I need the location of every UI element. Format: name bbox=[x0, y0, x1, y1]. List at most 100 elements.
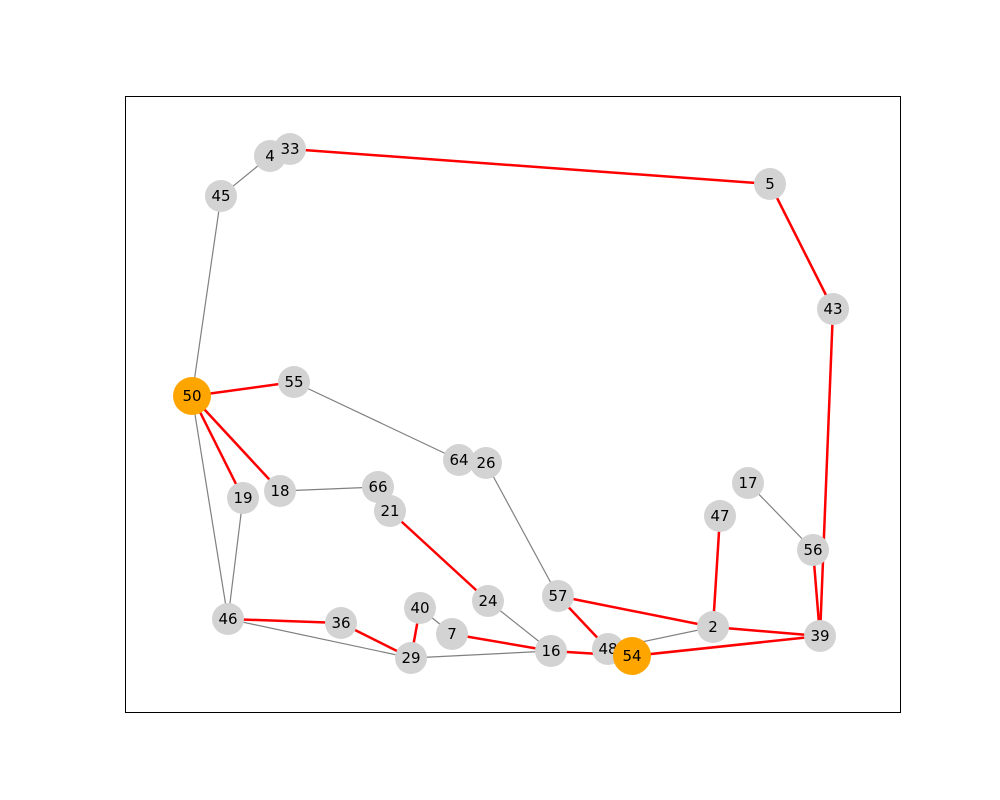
node-16: 16 bbox=[535, 635, 567, 667]
node-circle-16 bbox=[535, 635, 567, 667]
node-circle-2 bbox=[697, 611, 729, 643]
node-circle-54 bbox=[613, 637, 651, 675]
node-57: 57 bbox=[542, 580, 574, 612]
node-26: 26 bbox=[470, 447, 502, 479]
node-circle-7 bbox=[436, 618, 468, 650]
edge-7-16 bbox=[451, 632, 552, 653]
edge-21-24 bbox=[389, 510, 489, 602]
edge-57-2 bbox=[557, 594, 714, 629]
node-label-2: 2 bbox=[708, 618, 718, 636]
edge-45-50 bbox=[191, 195, 222, 397]
node-66: 66 bbox=[362, 471, 394, 503]
node-circle-19 bbox=[227, 482, 259, 514]
edge-43-39 bbox=[818, 308, 835, 637]
edge-26-57 bbox=[485, 462, 559, 597]
edge-55-64 bbox=[293, 381, 460, 461]
edge-50-19 bbox=[190, 395, 245, 499]
node-circle-24 bbox=[472, 585, 504, 617]
node-label-54: 54 bbox=[622, 647, 641, 665]
node-label-40: 40 bbox=[410, 599, 429, 617]
node-label-26: 26 bbox=[476, 454, 495, 472]
node-label-17: 17 bbox=[738, 474, 757, 492]
node-label-46: 46 bbox=[218, 610, 237, 628]
node-circle-64 bbox=[443, 444, 475, 476]
edge-39-54 bbox=[631, 634, 821, 658]
node-label-57: 57 bbox=[548, 587, 567, 605]
node-label-24: 24 bbox=[478, 592, 497, 610]
node-circle-40 bbox=[404, 592, 436, 624]
node-label-5: 5 bbox=[765, 175, 775, 193]
node-circle-45 bbox=[205, 180, 237, 212]
edge-47-2 bbox=[711, 515, 722, 628]
node-circle-26 bbox=[470, 447, 502, 479]
node-circle-47 bbox=[704, 500, 736, 532]
node-label-45: 45 bbox=[211, 187, 230, 205]
node-21: 21 bbox=[374, 495, 406, 527]
node-56: 56 bbox=[797, 534, 829, 566]
node-label-18: 18 bbox=[270, 482, 289, 500]
edge-layer bbox=[190, 147, 835, 660]
node-47: 47 bbox=[704, 500, 736, 532]
node-label-56: 56 bbox=[803, 541, 822, 559]
node-circle-36 bbox=[325, 607, 357, 639]
edge-50-18 bbox=[191, 395, 281, 492]
node-circle-55 bbox=[278, 366, 310, 398]
node-label-66: 66 bbox=[368, 478, 387, 496]
node-circle-39 bbox=[804, 620, 836, 652]
node-label-7: 7 bbox=[447, 625, 457, 643]
node-label-29: 29 bbox=[401, 649, 420, 667]
node-label-50: 50 bbox=[182, 387, 201, 405]
node-circle-57 bbox=[542, 580, 574, 612]
node-39: 39 bbox=[804, 620, 836, 652]
node-label-55: 55 bbox=[284, 373, 303, 391]
node-50: 50 bbox=[173, 377, 211, 415]
node-label-19: 19 bbox=[233, 489, 252, 507]
node-circle-17 bbox=[732, 467, 764, 499]
node-layer: 4 33 45 5 43 50 55 64 26 19 18 66 21 17 47 56 57 24 40 46 36… bbox=[173, 133, 849, 675]
node-circle-18 bbox=[264, 475, 296, 507]
node-circle-43 bbox=[817, 293, 849, 325]
node-label-36: 36 bbox=[331, 614, 350, 632]
node-64: 64 bbox=[443, 444, 475, 476]
node-circle-33 bbox=[274, 133, 306, 165]
edge-18-66 bbox=[279, 486, 379, 492]
node-40: 40 bbox=[404, 592, 436, 624]
edge-5-43 bbox=[768, 183, 835, 310]
node-43: 43 bbox=[817, 293, 849, 325]
node-label-64: 64 bbox=[449, 451, 468, 469]
node-19: 19 bbox=[227, 482, 259, 514]
edge-46-36 bbox=[227, 617, 342, 625]
node-label-4: 4 bbox=[265, 147, 275, 165]
edge-33-5 bbox=[289, 147, 771, 186]
node-7: 7 bbox=[436, 618, 468, 650]
node-circle-50 bbox=[173, 377, 211, 415]
node-circle-29 bbox=[395, 642, 427, 674]
node-5: 5 bbox=[754, 168, 786, 200]
node-18: 18 bbox=[264, 475, 296, 507]
node-circle-46 bbox=[212, 603, 244, 635]
plot-frame bbox=[125, 96, 901, 713]
edge-19-46 bbox=[227, 497, 244, 620]
node-55: 55 bbox=[278, 366, 310, 398]
node-33: 33 bbox=[274, 133, 306, 165]
edge-2-39 bbox=[712, 625, 821, 638]
node-circle-21 bbox=[374, 495, 406, 527]
node-circle-66 bbox=[362, 471, 394, 503]
node-circle-56 bbox=[797, 534, 829, 566]
node-label-21: 21 bbox=[380, 502, 399, 520]
node-label-33: 33 bbox=[280, 140, 299, 158]
node-label-48: 48 bbox=[598, 640, 617, 658]
node-54: 54 bbox=[613, 637, 651, 675]
node-2: 2 bbox=[697, 611, 729, 643]
node-label-47: 47 bbox=[710, 507, 729, 525]
edge-46-29 bbox=[227, 618, 412, 659]
edge-29-16 bbox=[410, 650, 552, 659]
node-circle-5 bbox=[754, 168, 786, 200]
node-29: 29 bbox=[395, 642, 427, 674]
edge-50-46 bbox=[191, 395, 229, 620]
node-label-39: 39 bbox=[810, 627, 829, 645]
node-46: 46 bbox=[212, 603, 244, 635]
node-17: 17 bbox=[732, 467, 764, 499]
node-label-43: 43 bbox=[823, 300, 842, 318]
